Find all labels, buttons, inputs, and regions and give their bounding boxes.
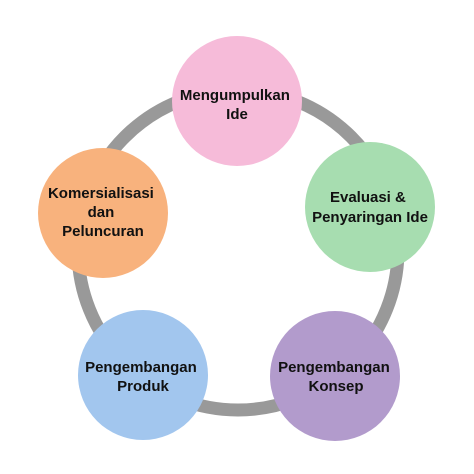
- node-label: Pengembangan Produk: [85, 359, 201, 395]
- node-label-line: Peluncuran: [62, 223, 144, 240]
- node-pengembangan-produk: Pengembangan Produk: [78, 310, 208, 440]
- node-evaluasi-penyaringan-ide: Evaluasi & Penyaringan Ide: [305, 142, 435, 272]
- node-label-line: Evaluasi &: [330, 189, 406, 206]
- node-pengembangan-konsep: Pengembangan Konsep: [270, 311, 400, 441]
- node-label: Pengembangan Konsep: [278, 359, 394, 395]
- node-label-line: Produk: [117, 378, 169, 395]
- node-label: Mengumpulkan Ide: [180, 87, 294, 123]
- node-circle: [305, 142, 435, 272]
- node-circle: [270, 311, 400, 441]
- node-label-line: Pengembangan: [278, 359, 390, 376]
- node-circle: [78, 310, 208, 440]
- node-label-line: Ide: [226, 106, 248, 123]
- node-label-line: Penyaringan Ide: [312, 209, 428, 226]
- node-label-line: Pengembangan: [85, 359, 197, 376]
- node-circle: [38, 148, 168, 278]
- node-mengumpulkan-ide: Mengumpulkan Ide: [172, 36, 302, 166]
- node-label-line: dan: [88, 204, 115, 221]
- node-label: Komersialisasi dan Peluncuran: [48, 185, 158, 240]
- node-label-line: Komersialisasi: [48, 185, 154, 202]
- node-label-line: Konsep: [308, 378, 363, 395]
- node-label-line: Mengumpulkan: [180, 87, 290, 104]
- node-label: Evaluasi & Penyaringan Ide: [312, 189, 428, 226]
- node-komersialisasi-peluncuran: Komersialisasi dan Peluncuran: [38, 148, 168, 278]
- node-circle: [172, 36, 302, 166]
